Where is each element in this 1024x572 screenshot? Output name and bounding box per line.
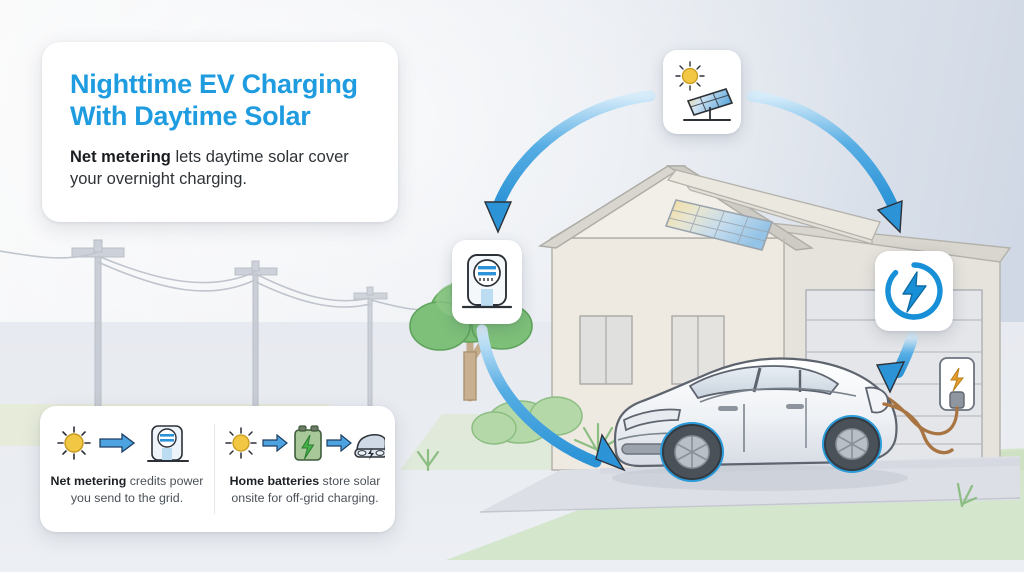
arrow-solar-to-bolt	[746, 90, 903, 234]
page-subtitle: Net metering lets daytime solar cover yo…	[70, 146, 370, 190]
solar-panel-icon	[675, 61, 734, 121]
arrow-right-icon	[262, 433, 288, 453]
legend-caption-home-batteries: Home batteries store solar onsite for of…	[225, 473, 385, 506]
arrow-right-icon	[326, 433, 352, 453]
sun-icon	[225, 427, 257, 459]
legend-divider	[214, 424, 215, 514]
legend-caption-rest: store solar onsite for off-grid charging…	[231, 474, 381, 505]
ev-wall-charger	[882, 357, 975, 436]
bushes	[471, 396, 583, 445]
legend-caption-strong: Net metering	[50, 474, 127, 488]
page-subtitle-rest: lets daytime solar cover your overnight …	[70, 148, 349, 188]
ev-charging-badge	[875, 251, 953, 331]
page-subtitle-strong: Net metering	[70, 148, 171, 166]
lightning-bolt-circle-icon	[885, 262, 943, 320]
arrow-bolt-to-car-port	[875, 332, 918, 394]
electric-car	[612, 357, 954, 491]
arrow-right-icon	[99, 432, 136, 454]
legend-item-home-batteries: Home batteries store solar onsite for of…	[215, 406, 395, 532]
car-icon	[354, 434, 385, 460]
legend-item-net-metering: Net metering credits power you send to t…	[40, 406, 214, 532]
charging-station-badge	[452, 240, 522, 324]
legend-card: Net metering credits power you send to t…	[40, 406, 395, 532]
panel-glyph	[683, 88, 734, 121]
utility-poles	[0, 239, 447, 459]
page-title-line1: Nighttime EV Charging	[70, 69, 358, 99]
charging-meter-icon	[147, 425, 189, 462]
solar-panel-badge	[663, 50, 741, 134]
charging-meter-icon	[461, 254, 513, 309]
sun-icon	[57, 426, 91, 460]
page-title: Nighttime EV Charging With Daytime Solar	[70, 68, 370, 132]
sun-glyph	[675, 61, 705, 91]
page-title-line2: With Daytime Solar	[70, 101, 311, 131]
roof-solar-array	[664, 199, 774, 251]
title-card: Nighttime EV Charging With Daytime Solar…	[42, 42, 398, 222]
arrow-charger-to-car	[476, 324, 626, 472]
legend-caption-net-metering: Net metering credits power you send to t…	[50, 473, 204, 506]
legend-icons-home-batteries	[225, 425, 385, 461]
grass-tufts	[416, 422, 978, 508]
legend-caption-strong: Home batteries	[229, 474, 320, 488]
arrow-solar-to-charger	[483, 90, 656, 234]
legend-caption-rest: credits power you send to the grid.	[70, 474, 204, 505]
battery-icon	[294, 425, 322, 461]
legend-icons-net-metering	[57, 425, 189, 462]
